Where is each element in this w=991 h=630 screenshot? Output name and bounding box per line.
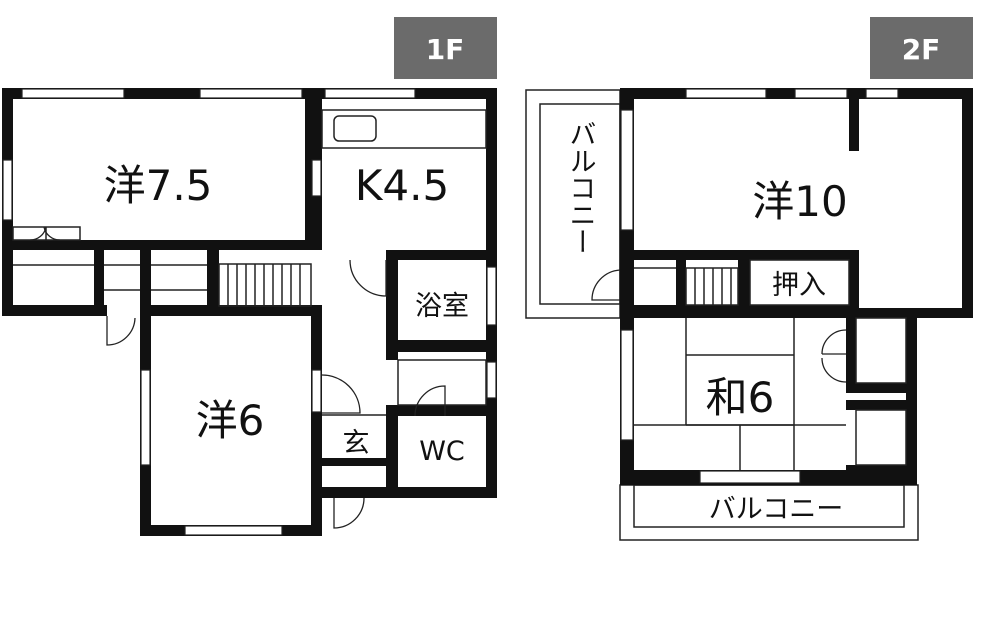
floor-tag-2f-label: 2F (902, 33, 941, 66)
room-label-balcony-bottom: バルコニー (709, 494, 843, 525)
room-label-japanese-6: 和6 (706, 373, 775, 422)
floor-tag-2f: 2F (870, 17, 973, 79)
stairs-1f (218, 263, 312, 307)
storage-1f (104, 264, 207, 346)
room-label-kitchen: K4.5 (355, 161, 449, 210)
closet-2f (749, 259, 850, 306)
room-label-entrance: 玄 (343, 428, 370, 459)
floor-1f: 1F (2, 17, 497, 536)
room-label-balcony-side: バルコニー (565, 120, 596, 255)
room-label-bathroom: 浴室 (415, 291, 469, 322)
floor-2f: 2F (525, 17, 973, 541)
tatami-lines (634, 317, 907, 470)
doors-1f (321, 259, 487, 529)
windows-2f (620, 88, 899, 484)
stairs-2f (634, 267, 739, 306)
interior-walls-1f (2, 88, 497, 498)
doors-2f (591, 269, 847, 383)
room-label-western-6: 洋6 (196, 396, 265, 445)
kitchen-counter (321, 109, 487, 149)
floor-tag-1f: 1F (394, 17, 497, 79)
kitchen-sink (333, 115, 377, 142)
room-label-western-7-5: 洋7.5 (104, 161, 213, 210)
interior-walls-2f (634, 99, 917, 473)
windows-1f (2, 88, 497, 536)
room-label-closet: 押入 (772, 270, 826, 301)
floor-tag-1f-label: 1F (426, 33, 465, 66)
room-label-western-10: 洋10 (752, 177, 847, 226)
closet-1f (12, 226, 94, 266)
room-label-toilet: WC (419, 436, 465, 467)
